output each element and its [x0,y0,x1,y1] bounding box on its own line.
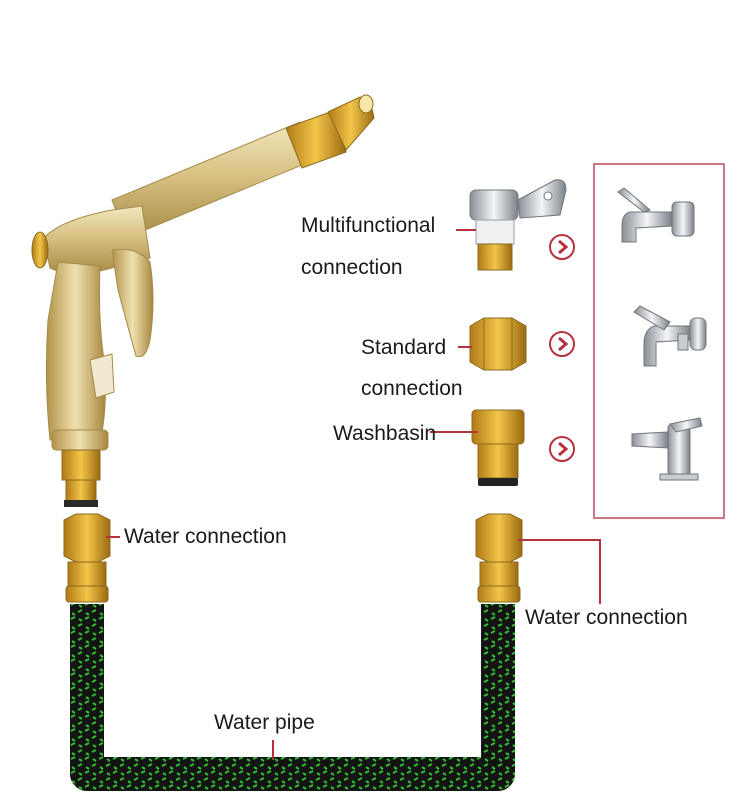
multifunctional-adapter [470,180,566,270]
chevron-right-circle-icon [550,332,574,356]
chevron-right-circle-icon [550,437,574,461]
right-hose-fitting [476,514,522,602]
washbasin-adapter [472,410,524,486]
water-hose [87,604,498,774]
washbasin-label: Washbasin [333,422,436,446]
chevron-right-circle-icon [550,235,574,259]
water-connection-left-label: Water connection [124,525,287,549]
left-hose-fitting [64,514,110,602]
multifunctional-label-line1: Multifunctional [301,214,435,238]
leader-lines [106,230,600,760]
water-pipe-label: Water pipe [214,711,315,735]
spray-gun [32,95,374,507]
faucet-types-box [593,163,725,519]
standard-label-line2: connection [361,377,463,401]
multifunctional-label-line2: connection [301,256,403,280]
standard-adapter [470,318,526,370]
water-connection-right-label: Water connection [525,606,688,630]
standard-label-line1: Standard [361,336,446,360]
